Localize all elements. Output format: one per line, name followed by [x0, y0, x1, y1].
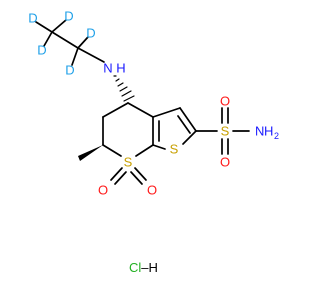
sulfone-oxygen-right-label: O: [147, 183, 157, 198]
bond-c6-s7: [102, 144, 122, 157]
hydrochloride-label: Cl–H: [129, 260, 158, 275]
bond-s1-c7a: [152, 144, 166, 150]
sulfonyl-oxygen-bottom-label: O: [220, 155, 230, 170]
bond-s7-o-right-1: [134, 167, 147, 181]
wedge-c6-methyl: [78, 145, 103, 161]
bond-cd2-d4: [77, 36, 89, 49]
bond-s7-o-left-1: [110, 167, 123, 181]
deuterium-label-1: D: [28, 11, 37, 26]
bond-c4-c3a: [127, 102, 154, 118]
bond-s7-o-right-2: [130, 171, 143, 185]
hashed-wedge-n-c4: [113, 75, 135, 102]
amine-hydrogen-label: H: [116, 61, 125, 76]
bond-cd2-n: [77, 47, 105, 63]
sulfonamide-hydrogen-label: H: [264, 124, 273, 139]
bond-cd3-d1: [35, 21, 53, 33]
ring-sulfur-label: S: [124, 155, 133, 170]
sulfonyl-oxygen-top-label: O: [220, 94, 230, 109]
bond-c3a-c3: [152, 107, 181, 118]
bond-cd2-d5: [71, 47, 79, 66]
bond-cd3-d2: [51, 19, 67, 33]
sulfone-oxygen-left-label: O: [98, 183, 108, 198]
bond-s7-o-left-2: [114, 171, 127, 185]
bond-cd3-cd2: [51, 31, 79, 49]
bond-c2-s1: [182, 130, 197, 145]
bond-c3-c2-double: [177, 115, 191, 134]
bond-cd3-d3: [43, 31, 53, 47]
deuterium-label-5: D: [65, 63, 74, 78]
sulfonyl-sulfur-label: S: [221, 124, 230, 139]
sulfonamide-subscript-label: 2: [274, 131, 279, 141]
sulfonamide-nitrogen-label: N: [255, 124, 264, 139]
deuterium-label-4: D: [86, 26, 95, 41]
bond-c7a-s7: [135, 144, 154, 157]
molecule-structure: D D D D D N H S S S O O O O N H 2 Cl–H: [28, 9, 279, 275]
bond-c4-c5: [102, 102, 129, 118]
deuterium-label-3: D: [37, 43, 46, 58]
deuterium-label-2: D: [64, 9, 73, 24]
amine-nitrogen-label: N: [103, 61, 112, 76]
thiophene-sulfur-label: S: [170, 142, 179, 157]
bond-c3-c2: [179, 107, 197, 132]
